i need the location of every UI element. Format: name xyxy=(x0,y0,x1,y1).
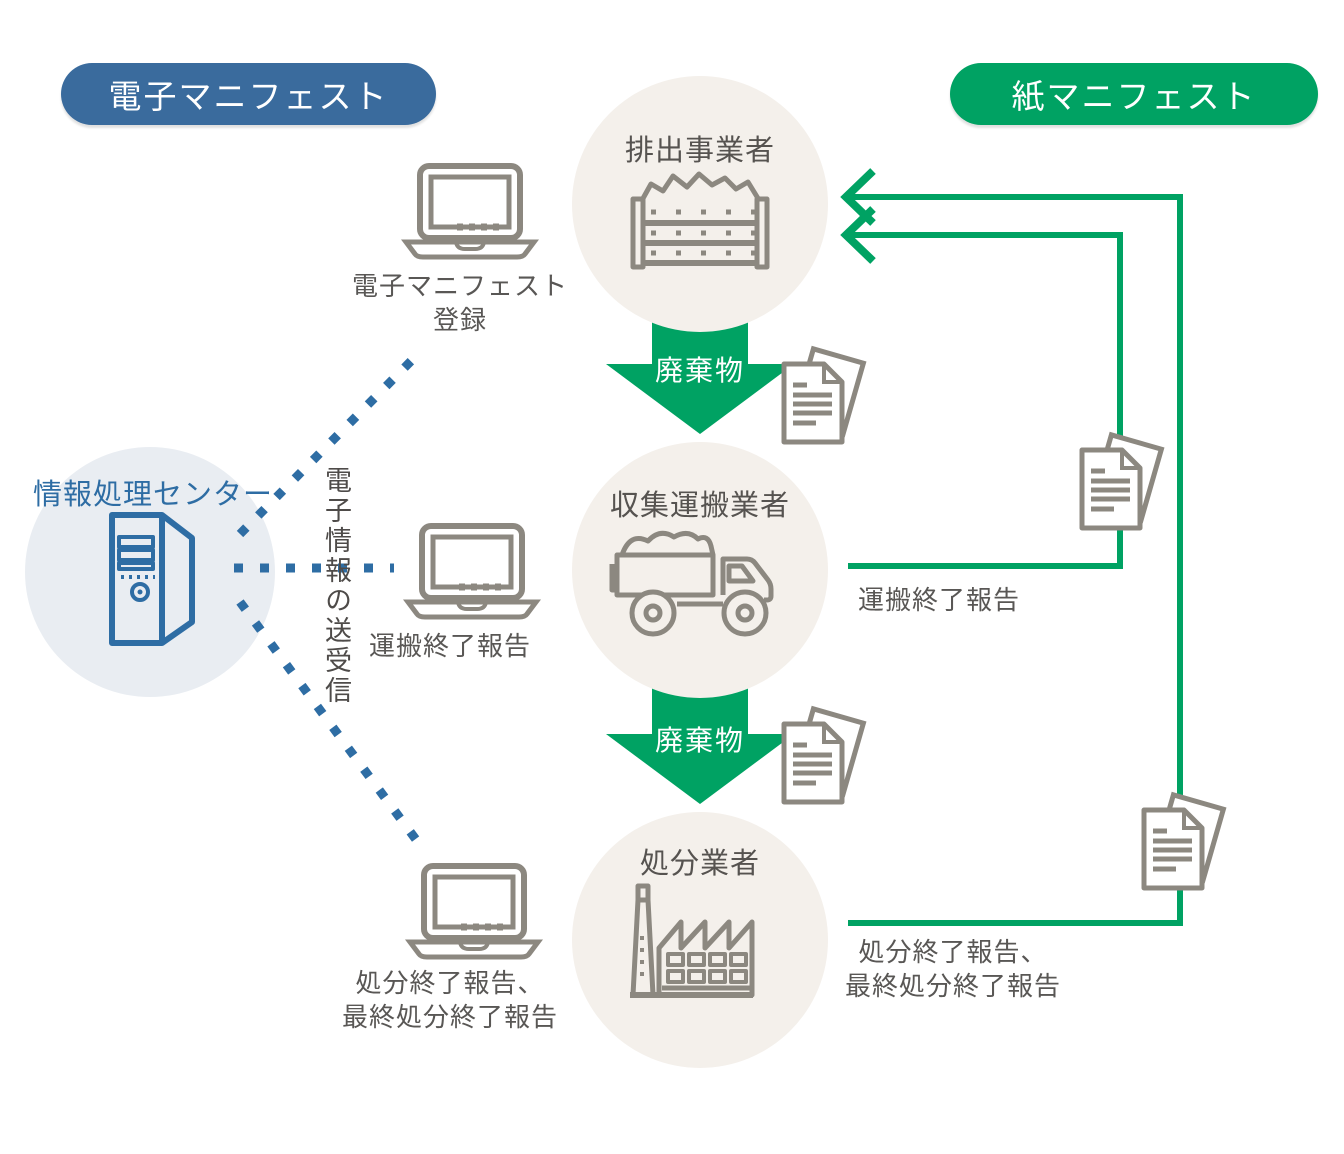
electronic-manifest-badge-label: 電子マニフェスト xyxy=(108,77,389,116)
paper-disposal-report-line2: 最終処分終了報告 xyxy=(844,972,1061,1002)
waste-container-icon xyxy=(630,171,770,270)
dotted-link-register xyxy=(236,352,420,538)
dump-truck-icon xyxy=(609,530,774,637)
electronic-manifest-badge: 電子マニフェスト xyxy=(61,63,436,125)
documents-icon xyxy=(1082,435,1161,528)
paper-route-transporter-to-generator xyxy=(840,206,1123,569)
transporter-circle xyxy=(572,442,828,698)
disposer-title: 処分業者 xyxy=(639,846,760,880)
electronic-disposal-report-line1: 処分終了報告、 xyxy=(355,969,545,999)
paper-disposal-report-line1: 処分終了報告、 xyxy=(858,938,1048,968)
waste-flow-arrow-2 xyxy=(606,670,794,804)
documents-icon xyxy=(1144,795,1223,888)
waste-flow-arrow-1 xyxy=(606,300,794,434)
info-center-circle xyxy=(25,447,275,697)
paper-manifest-badge-label: 紙マニフェスト xyxy=(1011,77,1257,116)
generator-title: 排出事業者 xyxy=(624,133,775,167)
paper-manifest-badge: 紙マニフェスト xyxy=(950,63,1318,125)
register-label-line1: 電子マニフェスト xyxy=(351,272,568,302)
waste-arrow-label-1: 廃棄物 xyxy=(654,354,745,387)
laptop-icon xyxy=(406,166,534,257)
waste-arrow-label-2: 廃棄物 xyxy=(654,724,745,757)
register-label-line2: 登録 xyxy=(432,306,487,336)
electronic-disposal-report-label: 処分終了報告、 最終処分終了報告 xyxy=(320,967,580,1035)
register-label: 電子マニフェスト 登録 xyxy=(330,270,590,338)
electronic-data-channel-label: 電子情報の送受信 xyxy=(320,466,351,706)
disposer-circle xyxy=(572,812,828,1068)
transporter-title: 収集運搬業者 xyxy=(609,488,790,522)
paper-transport-report-label: 運搬終了報告 xyxy=(858,586,1021,616)
electronic-transport-report-label: 運搬終了報告 xyxy=(368,632,531,662)
paper-disposal-report-label: 処分終了報告、 最終処分終了報告 xyxy=(833,936,1073,1004)
laptop-icon xyxy=(408,526,536,617)
electronic-disposal-report-line2: 最終処分終了報告 xyxy=(341,1003,558,1033)
server-tower-icon xyxy=(109,512,195,646)
generator-circle xyxy=(572,76,828,332)
laptop-icon xyxy=(410,866,538,957)
factory-icon xyxy=(630,883,755,998)
info-center-title: 情報処理センター xyxy=(33,477,274,511)
paper-route-disposer-to-generator xyxy=(840,168,1183,926)
